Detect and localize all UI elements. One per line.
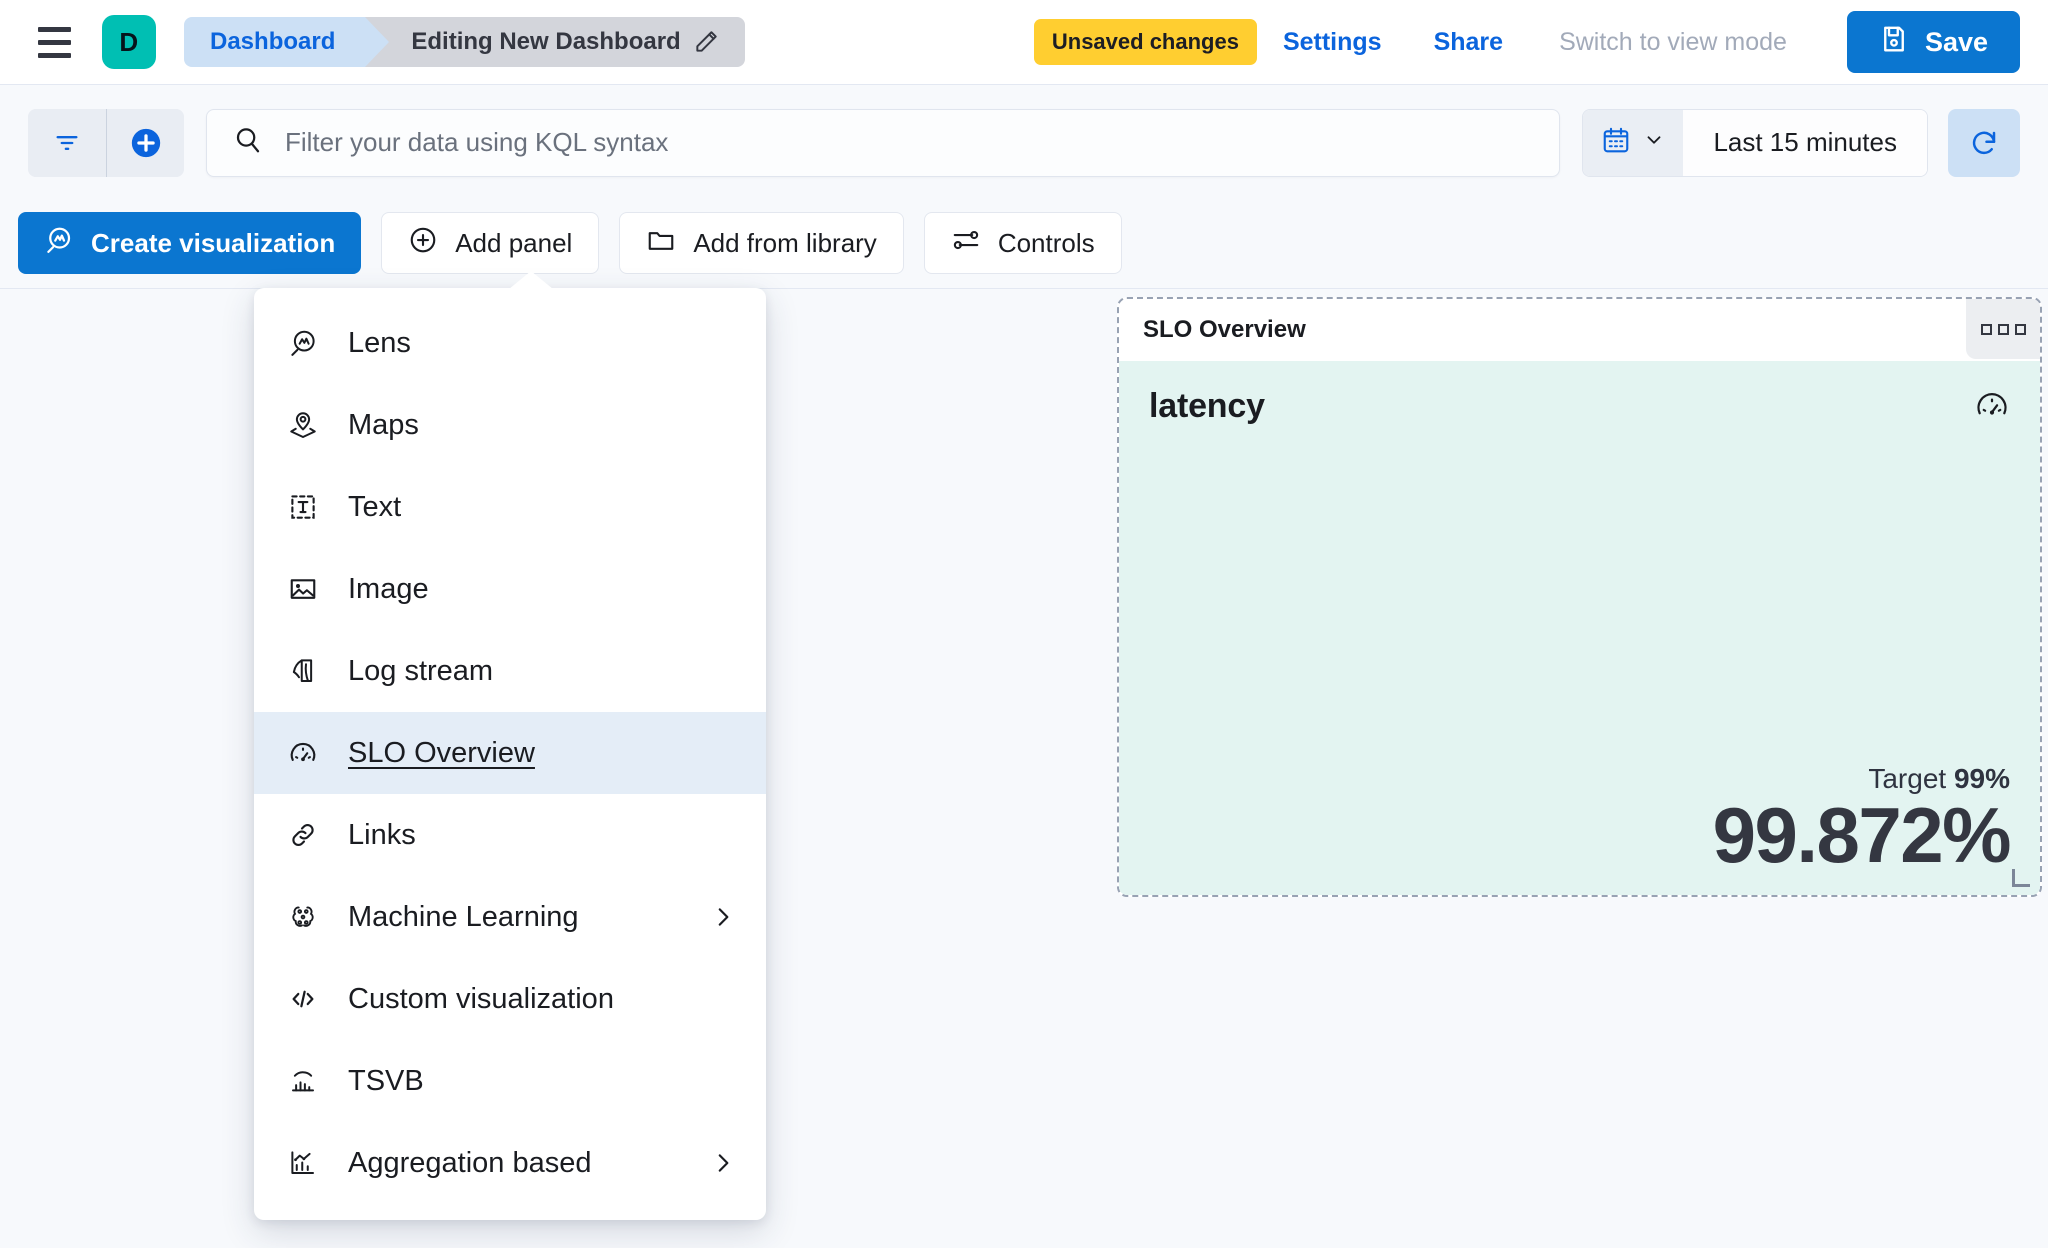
save-disk-icon bbox=[1879, 24, 1909, 61]
status-badge[interactable]: Unsaved changes bbox=[1033, 19, 1257, 65]
top-header: D Dashboard Editing New Dashboard Unsave… bbox=[0, 0, 2048, 85]
refresh-icon[interactable] bbox=[1948, 108, 2020, 177]
breadcrumb-editing-label: Editing New Dashboard bbox=[411, 28, 681, 55]
slo-target-label: Target bbox=[1868, 762, 1947, 794]
menu-item-aggregation-based[interactable]: Aggregation based bbox=[254, 1122, 766, 1204]
menu-item-image[interactable]: Image bbox=[254, 548, 766, 630]
controls-label: Controls bbox=[997, 227, 1095, 258]
controls-icon bbox=[951, 225, 981, 262]
slo-current-value: 99.872% bbox=[1712, 790, 2012, 879]
search-icon bbox=[233, 125, 263, 160]
avatar[interactable]: D bbox=[102, 15, 156, 69]
menu-item-label: TSVB bbox=[348, 1064, 424, 1097]
pencil-icon[interactable] bbox=[693, 29, 719, 55]
code-icon bbox=[286, 984, 320, 1014]
menu-item-label: Links bbox=[348, 818, 416, 851]
gauge-icon bbox=[286, 738, 320, 768]
menu-item-label: SLO Overview bbox=[348, 736, 535, 769]
search-placeholder: Filter your data using KQL syntax bbox=[285, 127, 669, 157]
menu-item-label: Machine Learning bbox=[348, 900, 579, 933]
menu-item-machine-learning[interactable]: Machine Learning bbox=[254, 876, 766, 958]
panel-title: SLO Overview bbox=[1143, 316, 1306, 343]
machine-learning-icon bbox=[286, 902, 320, 932]
menu-item-label: Log stream bbox=[348, 654, 494, 687]
lens-icon bbox=[286, 328, 320, 358]
popover-arrow bbox=[509, 271, 553, 289]
aggregation-icon bbox=[286, 1148, 320, 1178]
header-actions: Unsaved changes Settings Share Switch to… bbox=[1033, 11, 2048, 73]
chevron-right-icon bbox=[710, 904, 736, 930]
menu-item-slo-overview[interactable]: SLO Overview bbox=[254, 712, 766, 794]
save-button[interactable]: Save bbox=[1846, 11, 2020, 73]
add-panel-button[interactable]: Add panel bbox=[381, 212, 600, 274]
menu-item-log-stream[interactable]: Log stream bbox=[254, 630, 766, 712]
dashboard-toolbar: Create visualization Add panel Add from … bbox=[0, 198, 2048, 288]
menu-item-links[interactable]: Links bbox=[254, 794, 766, 876]
folder-icon bbox=[646, 225, 676, 262]
breadcrumb-dashboard-label: Dashboard bbox=[210, 28, 336, 55]
add-from-library-label: Add from library bbox=[693, 227, 877, 258]
save-button-label: Save bbox=[1924, 26, 1988, 57]
plus-circle-icon bbox=[408, 225, 438, 262]
calendar-quick-select-button[interactable] bbox=[1583, 109, 1684, 176]
search-input[interactable]: Filter your data using KQL syntax bbox=[206, 108, 1561, 177]
image-icon bbox=[286, 574, 320, 604]
menu-item-label: Lens bbox=[348, 326, 411, 359]
chevron-down-icon bbox=[1643, 129, 1665, 156]
slo-metrics: Target 99% 99.872% bbox=[1149, 763, 2012, 879]
hamburger-icon[interactable] bbox=[30, 18, 78, 66]
map-marker-layers-icon bbox=[286, 410, 320, 440]
breadcrumb: Dashboard Editing New Dashboard bbox=[184, 17, 745, 67]
menu-item-label: Maps bbox=[348, 408, 419, 441]
filter-button-group bbox=[28, 108, 184, 177]
slo-target-value: 99% bbox=[1953, 762, 2010, 794]
filter-icon[interactable] bbox=[28, 108, 106, 177]
tsvb-icon bbox=[286, 1066, 320, 1096]
panel-options-icon[interactable] bbox=[1966, 299, 2040, 359]
query-bar: Filter your data using KQL syntax bbox=[0, 85, 2048, 200]
menu-item-label: Text bbox=[348, 490, 402, 523]
chevron-right-icon bbox=[710, 1150, 736, 1176]
log-stream-icon bbox=[286, 656, 320, 686]
settings-link[interactable]: Settings bbox=[1282, 27, 1382, 56]
calendar-icon bbox=[1601, 125, 1631, 160]
share-link[interactable]: Share bbox=[1433, 27, 1504, 56]
add-from-library-button[interactable]: Add from library bbox=[619, 212, 904, 274]
panel-header: SLO Overview bbox=[1119, 299, 2040, 361]
menu-item-label: Aggregation based bbox=[348, 1146, 592, 1179]
date-picker: Last 15 minutes bbox=[1582, 108, 1928, 177]
slo-name: latency bbox=[1149, 387, 1265, 425]
create-visualization-label: Create visualization bbox=[91, 227, 336, 258]
switch-to-view-mode-link[interactable]: Switch to view mode bbox=[1559, 27, 1787, 56]
menu-item-label: Custom visualization bbox=[348, 982, 614, 1015]
add-panel-label: Add panel bbox=[455, 227, 573, 258]
slo-overview-panel[interactable]: SLO Overview latency Targ bbox=[1117, 297, 2042, 897]
controls-button[interactable]: Controls bbox=[923, 212, 1122, 274]
panel-body: latency Target 99% 99.872% bbox=[1119, 361, 2040, 895]
slo-body-top: latency bbox=[1149, 387, 2010, 428]
breadcrumb-item-dashboard[interactable]: Dashboard bbox=[184, 17, 390, 67]
panel-resize-handle[interactable] bbox=[2012, 869, 2030, 887]
breadcrumb-item-editing[interactable]: Editing New Dashboard bbox=[365, 17, 745, 67]
link-icon bbox=[286, 820, 320, 850]
toolbar-divider bbox=[0, 288, 2048, 289]
add-panel-menu: Lens Maps Text bbox=[254, 271, 766, 1220]
menu-item-custom-visualization[interactable]: Custom visualization bbox=[254, 958, 766, 1040]
menu-item-lens[interactable]: Lens bbox=[254, 302, 766, 384]
slo-target: Target 99% bbox=[1149, 763, 2010, 795]
time-range-value[interactable]: Last 15 minutes bbox=[1683, 109, 1927, 176]
add-circle-icon[interactable] bbox=[106, 108, 184, 177]
menu-item-maps[interactable]: Maps bbox=[254, 384, 766, 466]
gauge-icon bbox=[1974, 387, 2010, 428]
menu-item-text[interactable]: Text bbox=[254, 466, 766, 548]
menu-item-label: Image bbox=[348, 572, 429, 605]
menu-item-tsvb[interactable]: TSVB bbox=[254, 1040, 766, 1122]
text-box-icon bbox=[286, 492, 320, 522]
create-visualization-button[interactable]: Create visualization bbox=[18, 212, 362, 274]
lens-icon bbox=[44, 225, 74, 262]
